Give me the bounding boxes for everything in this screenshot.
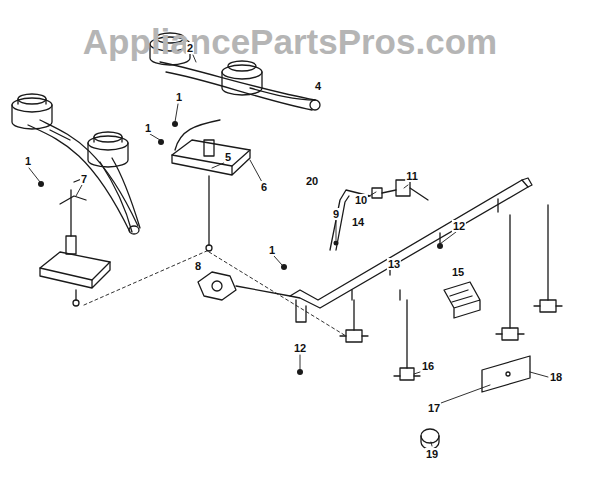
callout-number: 13 <box>387 258 401 270</box>
callout-number: 11 <box>405 170 419 182</box>
callout-number: 1 <box>24 155 32 167</box>
callout-number: 17 <box>427 402 441 414</box>
callout-number: 12 <box>293 342 307 354</box>
fastener-dots <box>38 121 443 375</box>
left-burner-pair <box>12 94 140 306</box>
callout-number: 1 <box>268 244 276 256</box>
callout-number: 1 <box>144 122 152 134</box>
watermark: AppliancePartsPros.com <box>82 22 498 62</box>
callout-number: 9 <box>332 208 340 220</box>
callout-number: 12 <box>452 220 466 232</box>
callout-number: 2 <box>186 42 194 54</box>
callout-number: 18 <box>549 371 563 383</box>
leader-lines <box>29 55 548 446</box>
callout-number: 7 <box>80 173 88 185</box>
callout-number: 6 <box>260 181 268 193</box>
callout-number: 14 <box>351 216 365 228</box>
callout-number: 4 <box>314 80 322 92</box>
manifold-pipe <box>198 178 562 449</box>
callout-number: 16 <box>421 360 435 372</box>
callout-number: 15 <box>451 266 465 278</box>
callout-number: 1 <box>175 91 183 103</box>
callout-number: 10 <box>354 194 368 206</box>
callout-number: 5 <box>224 151 232 163</box>
right-burner-pair <box>150 33 320 251</box>
callout-number: 19 <box>425 448 439 460</box>
callout-number: 20 <box>305 175 319 187</box>
callout-number: 8 <box>194 260 202 272</box>
